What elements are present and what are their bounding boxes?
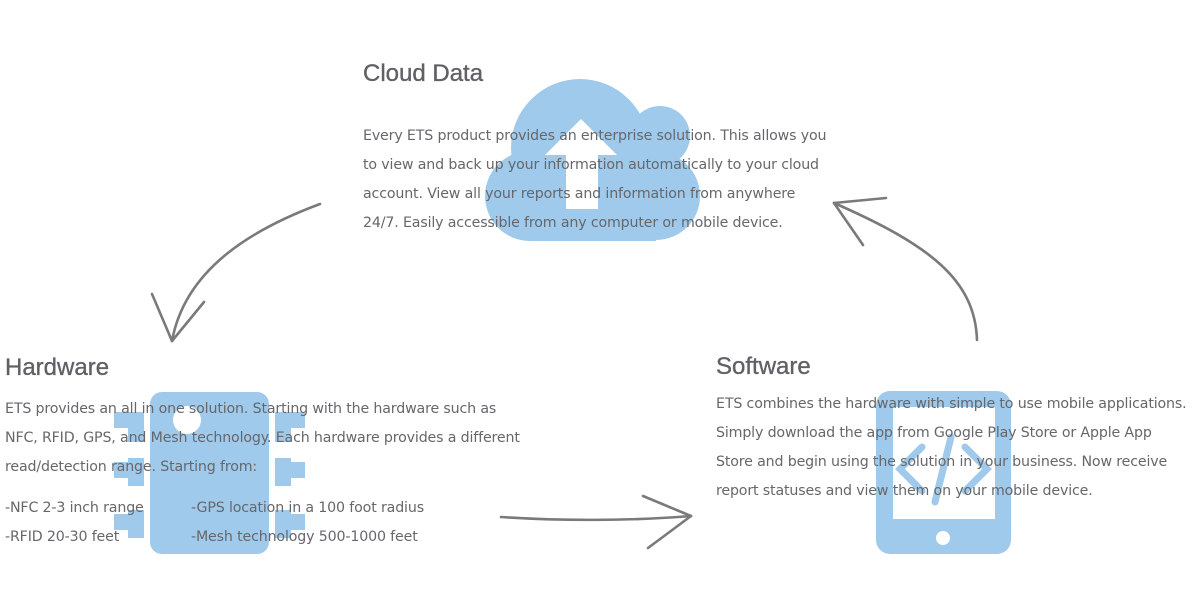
- spec-item: -NFC 2-3 inch range: [5, 500, 144, 516]
- text-line: Store and begin using the solution in yo…: [716, 454, 1168, 470]
- software-description: ETS combines the hardware with simple to…: [716, 390, 1200, 506]
- hardware-spec-list: -NFC 2-3 inch range -GPS location in a 1…: [5, 494, 545, 552]
- spec-item: -GPS location in a 100 foot radius: [191, 500, 424, 516]
- text-line: Simply download the app from Google Play…: [716, 425, 1152, 441]
- spec-row: -NFC 2-3 inch range -GPS location in a 1…: [5, 494, 545, 523]
- spec-item: -Mesh technology 500-1000 feet: [191, 529, 418, 545]
- software-title: Software: [716, 353, 811, 380]
- text-line: account. View all your reports and infor…: [363, 186, 796, 202]
- text-line: NFC, RFID, GPS, and Mesh technology. Eac…: [5, 430, 520, 446]
- text-line: ETS combines the hardware with simple to…: [716, 396, 1187, 412]
- hardware-description: ETS provides an all in one solution. Sta…: [5, 395, 545, 482]
- text-line: Every ETS product provides an enterprise…: [363, 128, 827, 144]
- text-line: report statuses and view them on your mo…: [716, 483, 1093, 499]
- text-line: ETS provides an all in one solution. Sta…: [5, 401, 497, 417]
- spec-item: -RFID 20-30 feet: [5, 529, 120, 545]
- software-section: Software ETS combines the hardware with …: [716, 353, 1200, 506]
- hardware-title: Hardware: [5, 354, 110, 381]
- cloud-data-section: Cloud Data Every ETS product provides an…: [363, 60, 843, 238]
- cloud-data-description: Every ETS product provides an enterprise…: [363, 122, 843, 238]
- text-line: read/detection range. Starting from:: [5, 459, 258, 475]
- cloud-data-title: Cloud Data: [363, 60, 484, 87]
- hardware-section: Hardware ETS provides an all in one solu…: [5, 354, 545, 552]
- text-line: 24/7. Easily accessible from any compute…: [363, 215, 783, 231]
- spec-row: -RFID 20-30 feet -Mesh technology 500-10…: [5, 523, 545, 552]
- text-line: to view and back up your information aut…: [363, 157, 819, 173]
